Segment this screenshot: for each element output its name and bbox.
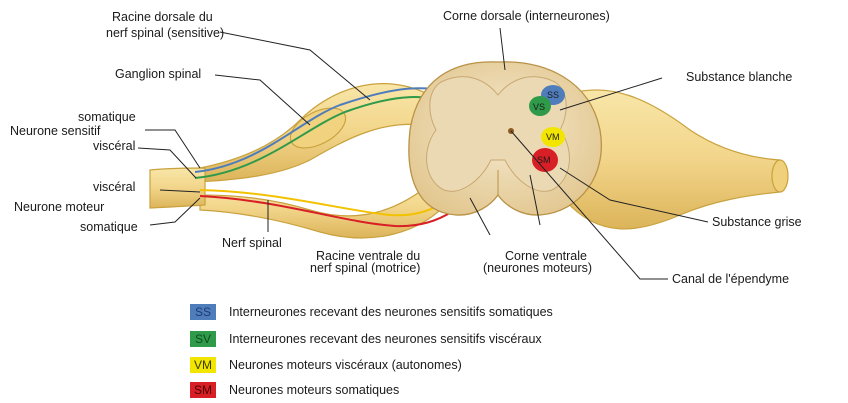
legend-row-sv: SV Interneurones recevant des neurones s… (190, 330, 542, 348)
label-sensory-visceral: viscéral (93, 139, 135, 153)
legend-swatch-ss: SS (190, 304, 216, 320)
label-white-matter: Substance blanche (686, 70, 792, 84)
label-ventral-root-2: nerf spinal (motrice) (310, 261, 420, 275)
legend-row-sm: SM Neurones moteurs somatiques (190, 381, 399, 399)
legend-text-ss: Interneurones recevant des neurones sens… (229, 305, 553, 319)
label-motor-neuron: Neurone moteur (14, 200, 104, 214)
label-sensory-somatic: somatique (78, 110, 136, 124)
legend-text-vm: Neurones moteurs viscéraux (autonomes) (229, 358, 462, 372)
label-dorsal-horn: Corne dorsale (interneurones) (443, 9, 610, 23)
legend-text-sv: Interneurones recevant des neurones sens… (229, 332, 542, 346)
legend-swatch-sv: SV (190, 331, 216, 347)
zone-tag-ss: SS (547, 90, 559, 100)
label-dorsal-root-2: nerf spinal (sensitive) (106, 26, 224, 40)
zone-tag-vs: VS (533, 102, 545, 112)
label-sensory-neuron: Neurone sensitif (10, 124, 101, 138)
label-spinal-nerve: Nerf spinal (222, 236, 282, 250)
label-gray-matter: Substance grise (712, 215, 802, 229)
label-motor-somatic: somatique (80, 220, 138, 234)
label-ventral-horn-2: (neurones moteurs) (483, 261, 592, 275)
label-dorsal-root-1: Racine dorsale du (112, 10, 213, 24)
label-motor-visceral: viscéral (93, 180, 135, 194)
zone-tag-vm: VM (546, 132, 560, 142)
legend-swatch-sm: SM (190, 382, 216, 398)
legend-swatch-vm: VM (190, 357, 216, 373)
legend-row-vm: VM Neurones moteurs viscéraux (autonomes… (190, 356, 462, 374)
spinal-cord: SS VS VM SM (409, 62, 601, 215)
legend-text-sm: Neurones moteurs somatiques (229, 383, 399, 397)
legend-row-ss: SS Interneurones recevant des neurones s… (190, 303, 553, 321)
label-ganglion: Ganglion spinal (115, 67, 201, 81)
label-central-canal: Canal de l'épendyme (672, 272, 789, 286)
